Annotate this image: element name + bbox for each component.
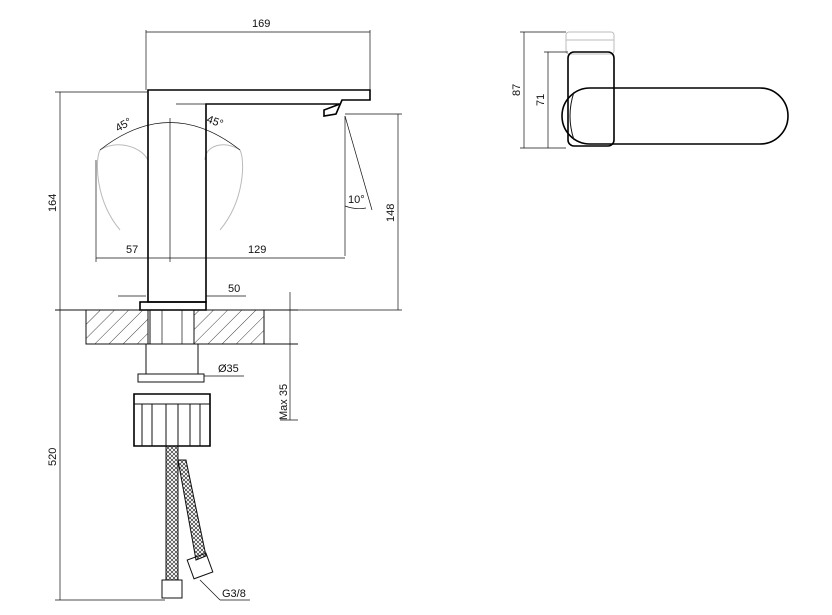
- hose-right: [177, 459, 207, 561]
- dim-base-width: 50: [228, 283, 240, 295]
- hose-left: [165, 445, 179, 581]
- faucet-side-view: 169 164 148 10° 57 129 45° 45° 50 Ø35: [47, 18, 402, 601]
- lock-ring: [137, 373, 205, 383]
- hose-thread-label: G3/8: [222, 588, 246, 600]
- hose-nut-left: [161, 579, 183, 599]
- dim-spout-reach: 129: [248, 244, 266, 256]
- washer: [145, 343, 199, 375]
- shank: [149, 309, 195, 345]
- angle-right: 45°: [205, 114, 225, 131]
- handle-sweep-left: [96, 144, 149, 231]
- handle-sweep-right: [204, 144, 244, 231]
- dim-left-reach: 57: [126, 244, 138, 256]
- countertop-left: [85, 309, 149, 345]
- dim-inner-height: 71: [535, 94, 547, 106]
- angle-left: 45°: [114, 116, 134, 135]
- faucet-body: [147, 89, 371, 303]
- dim-shank-diameter: Ø35: [218, 363, 239, 375]
- dim-spout-height: 148: [385, 204, 397, 222]
- angle-spout: 10°: [348, 194, 365, 206]
- faucet-base: [139, 301, 207, 311]
- hose-nut-right: [186, 552, 214, 580]
- dim-total-width: 169: [252, 18, 270, 30]
- top-view-ghost-handle: [565, 31, 615, 55]
- countertop-right: [193, 309, 265, 345]
- faucet-top-view: 87 71: [511, 31, 789, 149]
- dim-total-height: 164: [47, 194, 59, 212]
- dim-outer-height: 87: [511, 84, 523, 96]
- dim-hose-length: 520: [47, 448, 59, 466]
- top-view-handle: [561, 87, 789, 145]
- top-view-body: [567, 51, 615, 147]
- fixing-nut: [133, 393, 211, 447]
- dim-max-thickness: Max 35: [278, 384, 290, 420]
